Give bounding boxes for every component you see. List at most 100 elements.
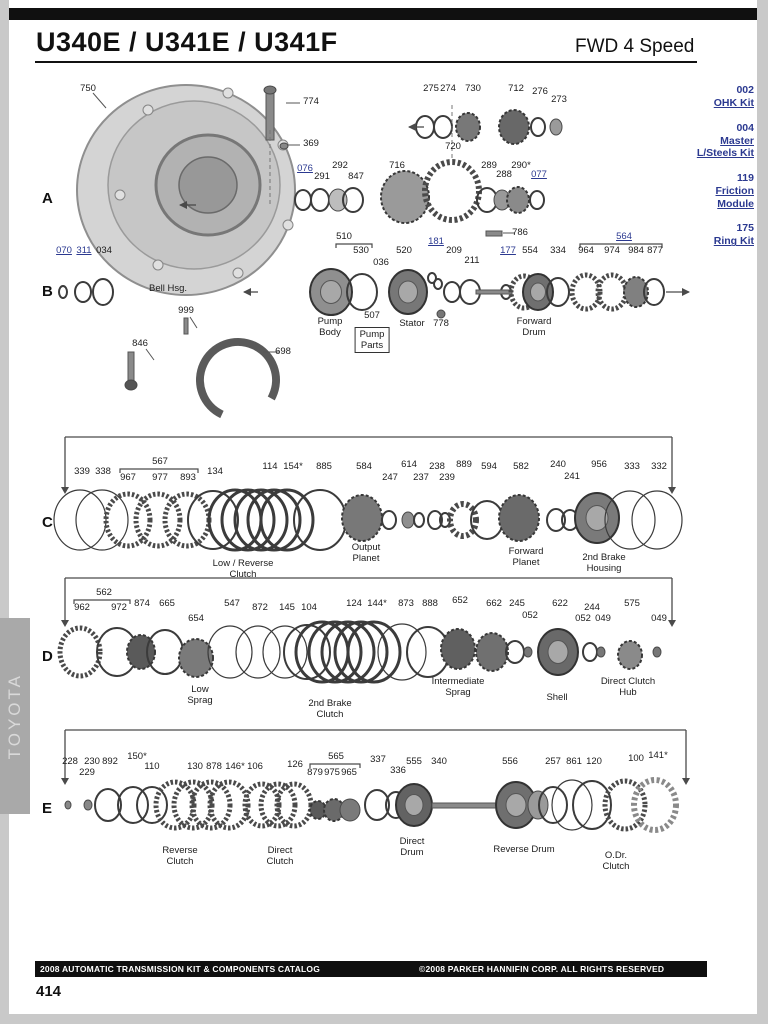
toyota-side-tab[interactable]: TOYOTA (0, 618, 30, 814)
part-number-link[interactable]: 177 (500, 245, 516, 256)
part-number-callout: 238 (429, 461, 445, 472)
part-shape-thin (604, 490, 656, 550)
part-shape-ring (546, 508, 566, 532)
part-number-callout: 239 (439, 472, 455, 483)
part-number-callout: 964 (578, 245, 594, 256)
part-shape-gear (475, 632, 509, 672)
part-shape-thin (377, 623, 427, 681)
leader-line (145, 348, 155, 361)
part-shape-ring (413, 512, 425, 528)
part-number-callout: 893 (180, 472, 196, 483)
part-shape-ring (529, 190, 545, 210)
part-shape-drum (522, 273, 554, 311)
part-number-callout: 126 (287, 759, 303, 770)
part-shape-ring (283, 624, 331, 680)
part-shape-clutch (569, 272, 603, 312)
kit-link-page-number: 175 (736, 222, 754, 235)
part-number-callout: 879 (307, 767, 323, 778)
part-shape-ring (342, 187, 364, 213)
part-shape-ring (538, 786, 568, 824)
part-number-callout: 654 (188, 613, 204, 624)
part-number-callout: 874 (134, 598, 150, 609)
group-bracket (309, 763, 361, 768)
leader-line (189, 316, 198, 329)
part-number-callout: 289 (481, 160, 497, 171)
part-shape-disc (596, 646, 606, 658)
part-number-callout: 750 (80, 83, 96, 94)
part-number-callout: 846 (132, 338, 148, 349)
kit-link-label: Module (717, 197, 754, 210)
part-shape-thin (551, 779, 593, 831)
part-shape-disc (339, 798, 361, 822)
top-rule-bar (9, 8, 757, 20)
page-title: U340E / U341E / U341F (36, 27, 338, 57)
kit-link-label: Ring Kit (713, 235, 754, 248)
part-number-callout: 247 (382, 472, 398, 483)
part-number-callout: 100 (628, 753, 644, 764)
part-shape-gearring (422, 159, 482, 223)
part-number-callout: 049 (651, 613, 667, 624)
part-shape-ring (643, 278, 665, 306)
part-number-callout: 872 (252, 602, 268, 613)
part-number-callout: 889 (456, 459, 472, 470)
part-shape-disc (263, 85, 277, 95)
part-number-link[interactable]: 564 (616, 231, 632, 242)
part-number-callout: 778 (433, 318, 449, 329)
part-number-callout: 698 (275, 346, 291, 357)
part-number-callout: 336 (390, 765, 406, 776)
part-shape-gear (623, 276, 649, 308)
part-shape-gear (455, 112, 481, 142)
part-number-callout: 275 (423, 83, 439, 94)
assembly-arrow (666, 288, 690, 296)
axis-connector-line (61, 436, 676, 494)
part-number-callout: 965 (341, 767, 357, 778)
page-edge-right (757, 0, 768, 1024)
part-shape-gear (617, 640, 643, 670)
part-number-callout: 530 (353, 245, 369, 256)
part-number-callout: 145 (279, 602, 295, 613)
part-shape-ring (246, 488, 302, 552)
part-shape-ring (433, 278, 443, 290)
part-number-link[interactable]: 311 (76, 245, 92, 256)
part-shape-drum (537, 628, 579, 676)
axis-connector-line (61, 729, 690, 785)
footer-copyright: ©2008 PARKER HANNIFIN CORP. ALL RIGHTS R… (414, 961, 707, 977)
part-number-callout: 554 (522, 245, 538, 256)
part-number-callout: 144* (367, 598, 387, 609)
part-number-callout: 622 (552, 598, 568, 609)
part-shape-clutch (602, 778, 648, 832)
part-number-link[interactable]: 077 (531, 169, 547, 180)
part-number-callout: 575 (624, 598, 640, 609)
axis-connector-line (61, 577, 676, 627)
part-number-link[interactable]: 076 (297, 163, 313, 174)
part-shape-disc (83, 799, 93, 811)
part-number-callout: 337 (370, 754, 386, 765)
part-number-link[interactable]: 070 (56, 245, 72, 256)
part-shape-clutch (103, 491, 153, 549)
kit-link-label: Master (720, 134, 754, 147)
part-shape-gear (498, 494, 540, 542)
part-shape-ring (333, 620, 389, 684)
part-number-callout: 507 (364, 310, 380, 321)
part-shape-ring (572, 780, 612, 830)
part-shape-ring (136, 786, 168, 824)
part-number-callout: 786 (512, 227, 528, 238)
assembly-arrow (408, 123, 424, 131)
part-shape-thin (631, 490, 683, 550)
part-number-link[interactable]: 181 (428, 236, 444, 247)
part-number-callout: 565 (328, 751, 344, 762)
part-number-callout: 110 (144, 761, 160, 772)
footer-catalog-title: 2008 AUTOMATIC TRANSMISSION KIT & COMPON… (35, 961, 420, 977)
part-shape-disc (279, 142, 289, 150)
